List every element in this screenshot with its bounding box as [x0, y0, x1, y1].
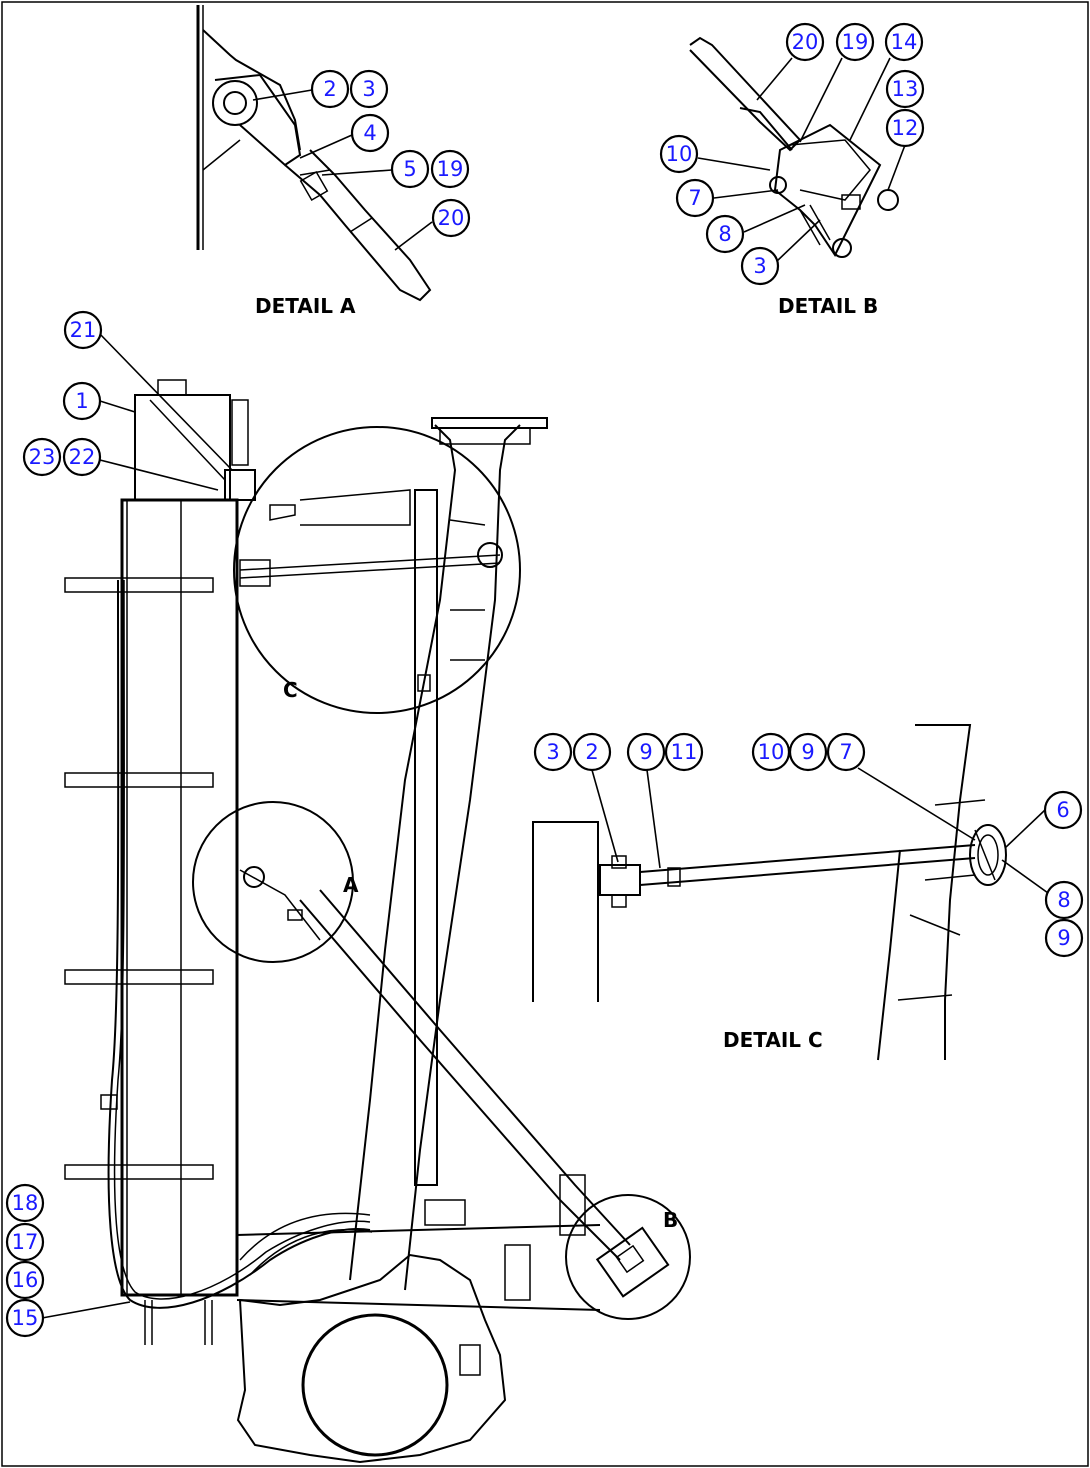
- callout-c-9b: 9: [788, 732, 828, 772]
- callout-b-13: 13: [885, 69, 925, 109]
- svg-text:18: 18: [12, 1191, 39, 1215]
- view-label-a: A: [343, 873, 359, 897]
- detail-a-caption: DETAIL A: [255, 294, 356, 318]
- svg-text:11: 11: [671, 740, 698, 764]
- callout-main-23: 23: [22, 437, 62, 477]
- svg-text:23: 23: [29, 445, 56, 469]
- callout-b-20: 20: [785, 22, 825, 62]
- svg-text:7: 7: [839, 740, 852, 764]
- svg-text:9: 9: [801, 740, 814, 764]
- callout-c-7: 7: [826, 732, 866, 772]
- svg-text:19: 19: [842, 30, 869, 54]
- svg-text:21: 21: [70, 318, 97, 342]
- callout-main-16: 16: [5, 1260, 45, 1300]
- svg-text:12: 12: [892, 116, 919, 140]
- callout-c-11: 11: [664, 732, 704, 772]
- callout-main-1: 1: [62, 381, 102, 421]
- view-label-b: B: [663, 1208, 678, 1232]
- callout-c-3: 3: [533, 732, 573, 772]
- callout-main-22: 22: [62, 437, 102, 477]
- detail-a-drawing: [196, 5, 432, 302]
- svg-text:6: 6: [1056, 798, 1069, 822]
- svg-text:2: 2: [585, 740, 598, 764]
- callout-b-19: 19: [835, 22, 875, 62]
- svg-text:10: 10: [758, 740, 785, 764]
- svg-text:3: 3: [546, 740, 559, 764]
- svg-text:4: 4: [363, 121, 376, 145]
- callout-b-12: 12: [885, 108, 925, 148]
- callout-b-10: 10: [659, 134, 699, 174]
- svg-text:8: 8: [718, 222, 731, 246]
- callout-c-8: 8: [1044, 880, 1084, 920]
- main-assembly-drawing: [64, 379, 691, 1464]
- callout-a-4: 4: [350, 113, 390, 153]
- detail-b-caption: DETAIL B: [778, 294, 878, 318]
- callout-a-19: 19: [430, 149, 470, 189]
- svg-text:16: 16: [12, 1268, 39, 1292]
- svg-text:5: 5: [403, 157, 416, 181]
- svg-text:3: 3: [362, 77, 375, 101]
- detail-c-drawing: [532, 724, 1007, 1061]
- svg-text:20: 20: [792, 30, 819, 54]
- callout-c-10: 10: [751, 732, 791, 772]
- svg-text:22: 22: [69, 445, 96, 469]
- callout-c-2: 2: [572, 732, 612, 772]
- svg-text:13: 13: [892, 77, 919, 101]
- svg-text:10: 10: [666, 142, 693, 166]
- callout-main-21: 21: [63, 310, 103, 350]
- callout-b-7: 7: [675, 178, 715, 218]
- svg-text:9: 9: [1057, 926, 1070, 950]
- svg-text:8: 8: [1057, 888, 1070, 912]
- callout-c-6: 6: [1043, 790, 1083, 830]
- view-label-c: C: [283, 678, 298, 702]
- callout-main-17: 17: [5, 1222, 45, 1262]
- callout-b-3: 3: [740, 246, 780, 286]
- svg-text:14: 14: [891, 30, 918, 54]
- detail-c-caption: DETAIL C: [723, 1028, 823, 1052]
- svg-text:19: 19: [437, 157, 464, 181]
- svg-text:20: 20: [438, 206, 465, 230]
- svg-text:2: 2: [323, 77, 336, 101]
- svg-text:1: 1: [75, 389, 88, 413]
- callout-c-9c: 9: [1044, 918, 1084, 958]
- callout-b-14: 14: [884, 22, 924, 62]
- detail-b-drawing: [689, 36, 899, 258]
- svg-text:3: 3: [753, 254, 766, 278]
- svg-text:15: 15: [12, 1306, 39, 1330]
- callout-a-20: 20: [431, 198, 471, 238]
- callout-a-3: 3: [349, 69, 389, 109]
- svg-text:9: 9: [639, 740, 652, 764]
- svg-text:7: 7: [688, 186, 701, 210]
- callout-main-18: 18: [5, 1183, 45, 1223]
- callout-a-5: 5: [390, 149, 430, 189]
- svg-text:17: 17: [12, 1230, 39, 1254]
- callout-b-8: 8: [705, 214, 745, 254]
- callout-main-15: 15: [5, 1298, 45, 1338]
- callout-c-9: 9: [626, 732, 666, 772]
- callout-a-2: 2: [310, 69, 350, 109]
